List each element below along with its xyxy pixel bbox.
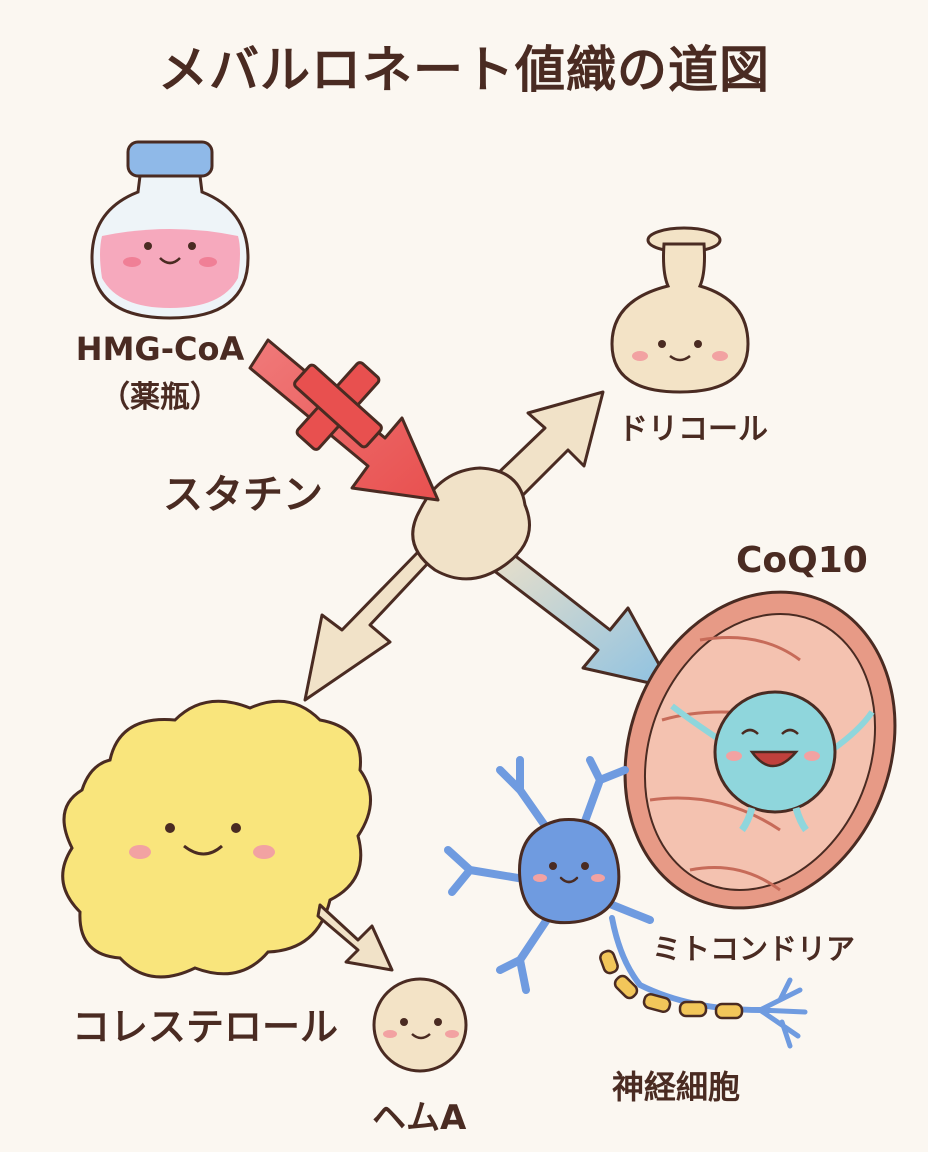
neuron-label: 神経細胞 (612, 1068, 741, 1106)
jar-icon (90, 140, 250, 320)
heme-ball-icon (372, 977, 468, 1073)
arrow-to-mitochondria (478, 538, 674, 690)
dolichol-label: ドリコール (618, 412, 768, 447)
coq10-character-icon (670, 690, 875, 833)
page-title: メバルロネート値織の道図 (158, 41, 770, 99)
arrow-to-cholesterol (303, 543, 447, 702)
statin-label: スタチン (163, 472, 323, 518)
coq10-label: CoQ10 (736, 540, 868, 581)
flask-icon (610, 226, 750, 394)
cholesterol-blob-icon (61, 699, 372, 979)
inhibition-cross-icon (293, 361, 383, 451)
hmg-coa-label: HMG-CoA (75, 330, 245, 368)
cholesterol-label: コレステロール (72, 1005, 339, 1049)
neuron-icon (444, 756, 808, 1049)
hub-center (411, 466, 531, 581)
mitochondria-label: ミトコンドリア (652, 932, 856, 966)
heme-a-label: ヘムA (372, 1098, 467, 1138)
arrow-to-heme-a (316, 903, 394, 972)
hmg-coa-sublabel: （薬瓶） (100, 380, 220, 415)
central-hub (303, 390, 674, 702)
